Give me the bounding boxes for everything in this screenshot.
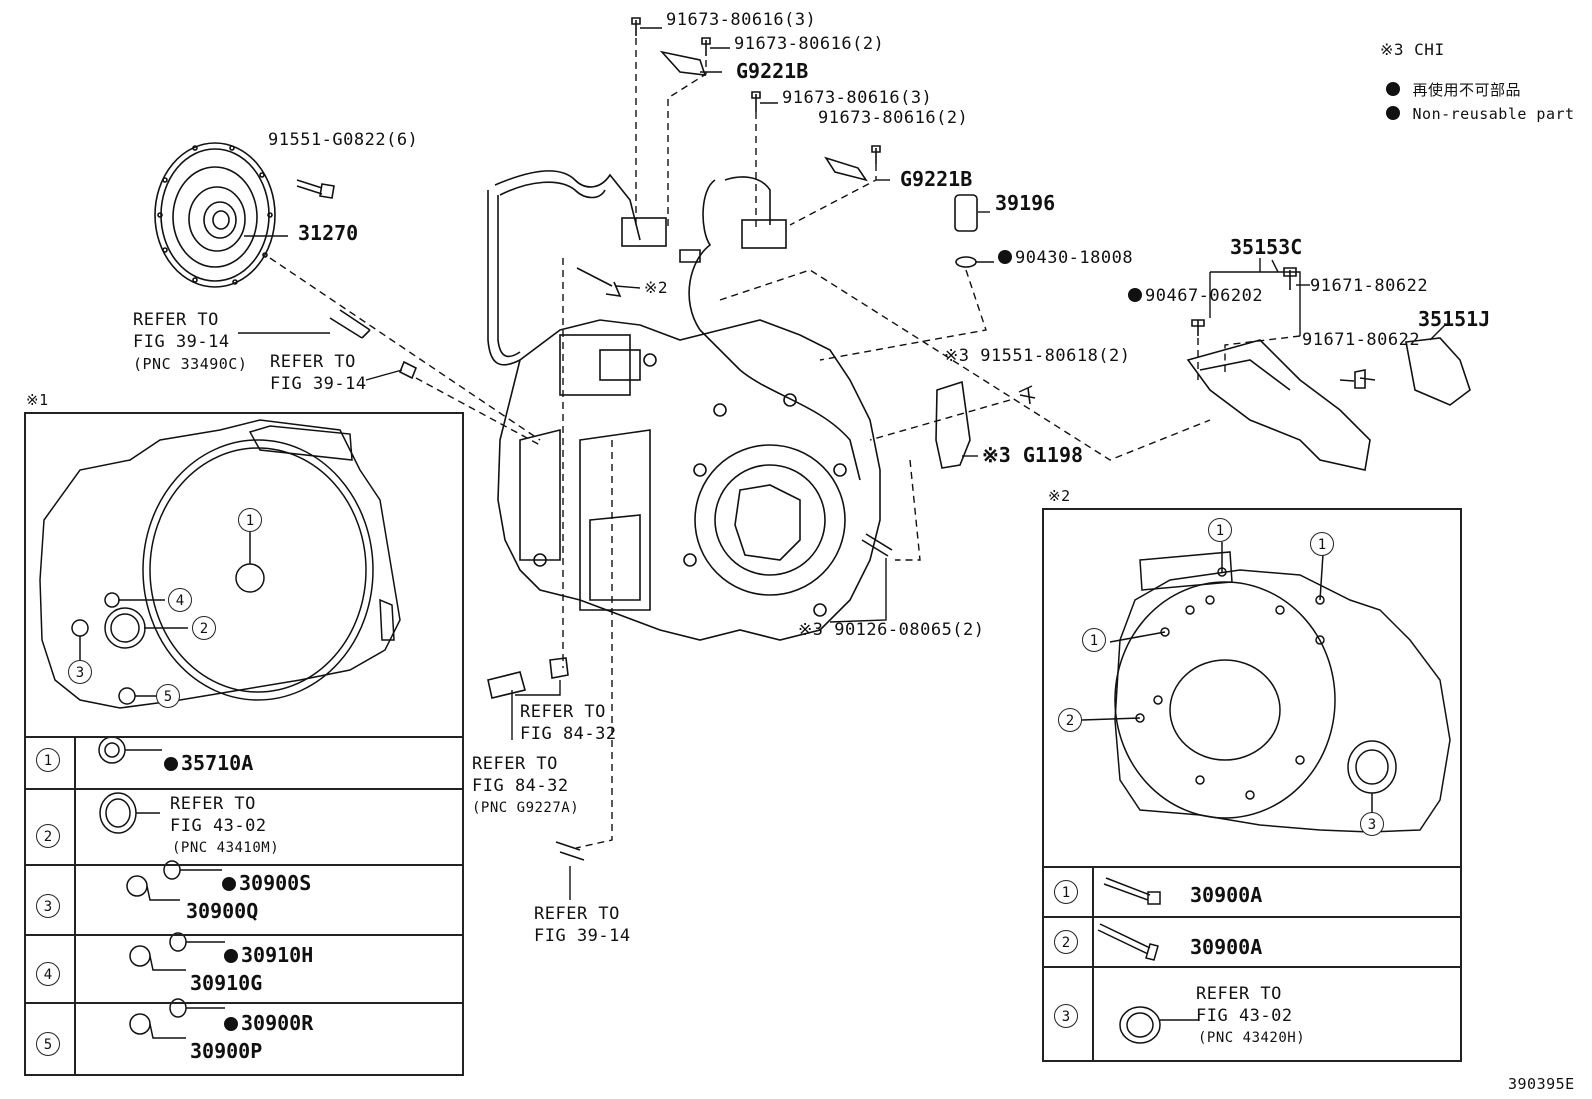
non-reusable-dot-icon — [224, 949, 238, 963]
ref-c-line1: REFER TO — [520, 702, 606, 722]
inset1-callout: 4 — [168, 588, 192, 612]
inset2-row-num: 2 — [1054, 930, 1078, 954]
part-bolt-2: 91673-80616(2) — [734, 34, 885, 54]
part-bolt-7: ※3 91551-80618(2) — [944, 346, 1131, 366]
non-reusable-dot-icon — [222, 877, 236, 891]
non-reusable-dot-icon — [1386, 82, 1400, 96]
non-reusable-dot-icon — [224, 1017, 238, 1031]
part-bracket-3: 35151J — [1418, 307, 1491, 331]
ref-d-line3: (PNC G9227A) — [472, 800, 580, 816]
inset2-callout: 2 — [1058, 708, 1082, 732]
inset2-part: 30900A — [1190, 883, 1263, 907]
inset1-row-3 — [26, 864, 462, 936]
inset1-part: 30910G — [190, 971, 263, 995]
inset1-row-num: 2 — [36, 824, 60, 848]
legend-jp-text: 再使用不可部品 — [1412, 81, 1522, 99]
part-drive-plate: 31270 — [298, 221, 359, 245]
inset2-ref-line1: REFER TO — [1196, 984, 1282, 1004]
inset2-row-2 — [1044, 916, 1460, 968]
inset1-row-num: 1 — [36, 748, 60, 772]
non-reusable-dot-icon — [164, 757, 178, 771]
ref-e-line2: FIG 39-14 — [534, 926, 631, 946]
inset1-case-drawing — [39, 419, 401, 709]
ref-b-line1: REFER TO — [270, 352, 356, 372]
inset2-row-3 — [1044, 966, 1460, 1064]
inset1-column-divider — [74, 736, 76, 1074]
ref-b-line2: FIG 39-14 — [270, 374, 367, 394]
part-cover: 35153C — [1230, 235, 1303, 259]
inset2-row-1 — [1044, 866, 1460, 918]
inset1-row-num: 5 — [36, 1032, 60, 1056]
inset2-case-drawing — [1081, 542, 1451, 1044]
inset1-ref-line3: (PNC 43410M) — [172, 840, 280, 856]
ref-a-line3: (PNC 33490C) — [133, 355, 248, 373]
inset2-callout: 1 — [1208, 518, 1232, 542]
inset1-part: 30900P — [190, 1039, 263, 1063]
part-sensor: 39196 — [995, 191, 1056, 215]
inset1-ref-line2: FIG 43-02 — [170, 816, 267, 836]
inset1-part: 30900S — [222, 872, 311, 894]
inset1-part: 30900R — [224, 1012, 313, 1034]
inset1-part: 30910H — [224, 944, 313, 966]
drawing-number: 390395E — [1508, 1075, 1575, 1093]
inset1-row-num: 4 — [36, 962, 60, 986]
part-bracket-1: G9221B — [736, 59, 809, 83]
part-bolt-5: 91671-80622 — [1310, 276, 1429, 296]
inset1-panel — [24, 412, 464, 1076]
ref-a-line2: FIG 39-14 — [133, 332, 230, 352]
part-bracket-4: ※3 G1198 — [982, 443, 1084, 467]
part-flywheel-bolt: 91551-G0822(6) — [268, 130, 419, 150]
part-gasket: 90430-18008 — [998, 248, 1133, 268]
part-stud: ※3 90126-08065(2) — [798, 620, 985, 640]
note2-marker: ※2 — [644, 278, 669, 297]
inset2-row-num: 1 — [1054, 880, 1078, 904]
transaxle-body-drawing — [497, 319, 881, 641]
inset1-ref-line1: REFER TO — [170, 794, 256, 814]
legend-en-text: Non-reusable part — [1412, 105, 1575, 123]
inset2-callout: 1 — [1082, 628, 1106, 652]
inset2-row-num: 3 — [1054, 1004, 1078, 1028]
legend-non-reusable-en: Non-reusable part — [1386, 104, 1575, 124]
non-reusable-dot-icon — [1128, 288, 1142, 302]
inset1-callout: 5 — [156, 684, 180, 708]
inset1-part: 35710A — [164, 752, 253, 774]
ref-d-line2: FIG 84-32 — [472, 776, 569, 796]
inset1-callout: 1 — [238, 508, 262, 532]
inset1-callout: 2 — [192, 616, 216, 640]
inset2-part: 30900A — [1190, 935, 1263, 959]
part-bolt-3: 91673-80616(3) — [782, 88, 933, 108]
inset2-marker: ※2 — [1048, 487, 1071, 505]
inset1-row-5 — [26, 1002, 462, 1078]
part-bolt-6: 91671-80622 — [1302, 330, 1421, 350]
ref-e-line1: REFER TO — [534, 904, 620, 924]
inset2-callout: 1 — [1310, 532, 1334, 556]
part-bolt-1: 91673-80616(3) — [666, 10, 817, 30]
inset1-row-1 — [26, 736, 462, 790]
legend-non-reusable-jp: 再使用不可部品 — [1386, 80, 1521, 100]
part-clip: 90467-06202 — [1128, 286, 1263, 306]
inset1-row-2 — [26, 788, 462, 866]
inset1-callout: 3 — [68, 660, 92, 684]
inset2-ref-line3: (PNC 43420H) — [1198, 1030, 1306, 1046]
drive-plate-drawing — [154, 142, 276, 288]
note-chi: ※3 CHI — [1380, 40, 1445, 59]
non-reusable-dot-icon — [1386, 106, 1400, 120]
ref-c-line2: FIG 84-32 — [520, 724, 617, 744]
inset2-ref-line2: FIG 43-02 — [1196, 1006, 1293, 1026]
inset1-row-4 — [26, 934, 462, 1004]
inset2-callout: 3 — [1360, 812, 1384, 836]
inset2-panel — [1042, 508, 1462, 1062]
non-reusable-dot-icon — [998, 250, 1012, 264]
inset1-marker: ※1 — [26, 391, 49, 409]
part-bracket-2: G9221B — [900, 167, 973, 191]
inset1-part: 30900Q — [186, 899, 259, 923]
inset1-row-num: 3 — [36, 894, 60, 918]
inset2-column-divider — [1092, 866, 1094, 1060]
ref-a-line1: REFER TO — [133, 310, 219, 330]
part-bolt-4: 91673-80616(2) — [818, 108, 969, 128]
ref-d-line1: REFER TO — [472, 754, 558, 774]
